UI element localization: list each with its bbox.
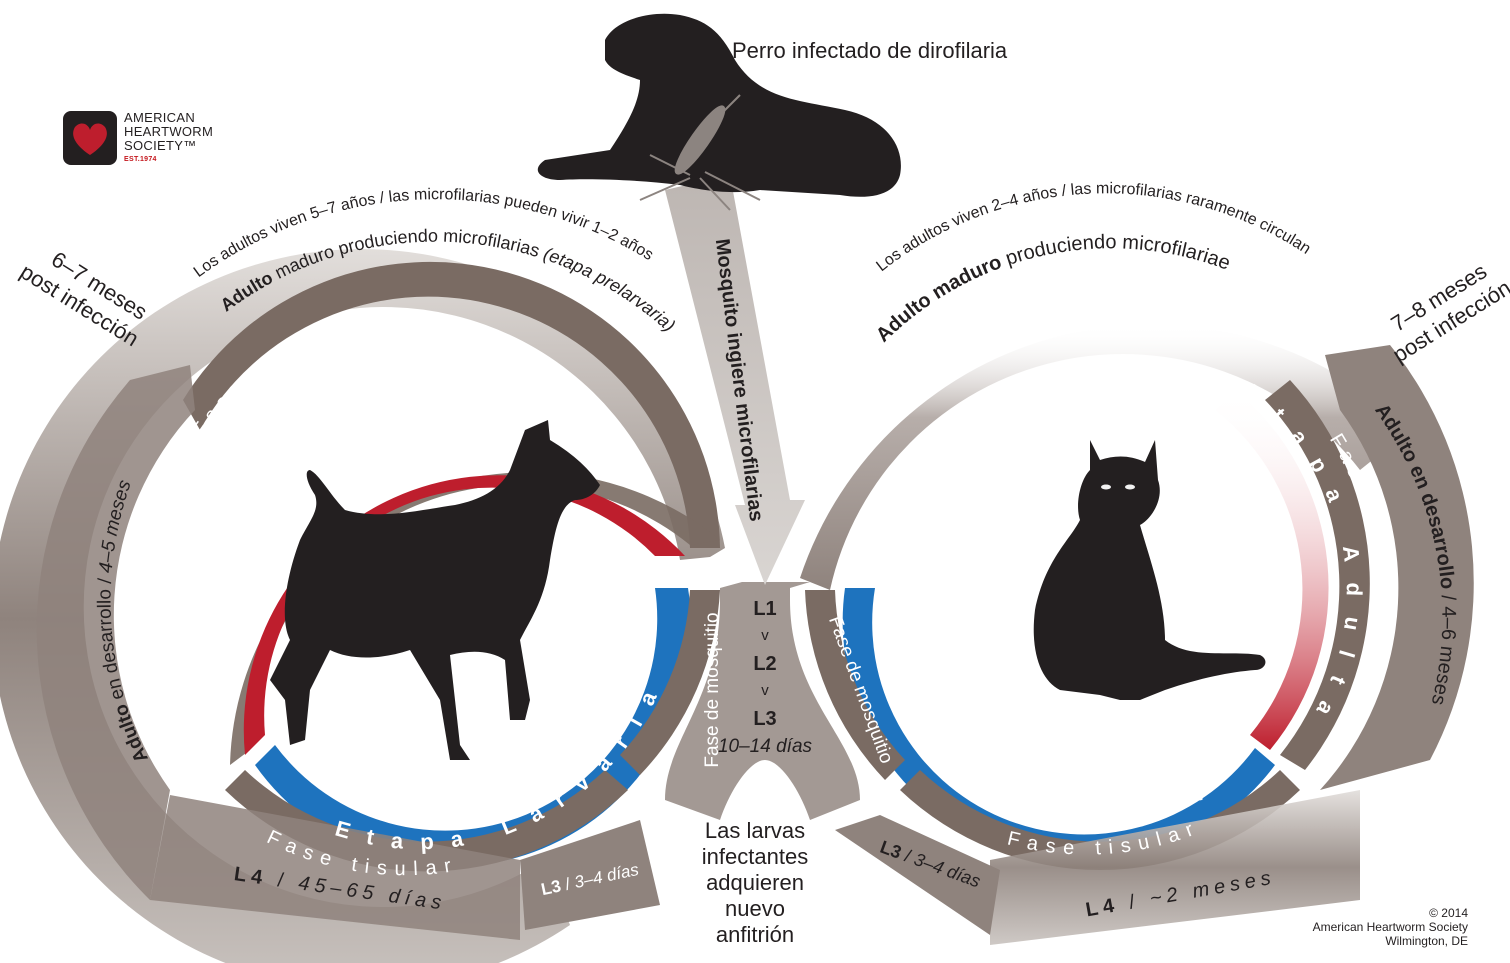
dog-silhouette — [270, 420, 600, 760]
aha-logo — [63, 111, 117, 165]
copyright: © 2014 American Heartworm Society Wilmin… — [1313, 906, 1468, 948]
stage-l3: L3 — [753, 708, 776, 730]
center-note-line-1: Las larvas — [690, 818, 820, 844]
logo-line-3: SOCIETY™ — [124, 139, 213, 153]
stage-sep-2: v — [761, 682, 769, 699]
copyright-year: © 2014 — [1313, 906, 1468, 920]
logo-text: AMERICAN HEARTWORM SOCIETY™ EST.1974 — [124, 111, 213, 167]
cat-lifespan-text: Los adultos viven 2–4 años / las microfi… — [873, 180, 1313, 275]
dog-larval-stage-text: Etapa Larvaria — [333, 671, 669, 854]
center-note-line-5: anfitrión — [690, 922, 820, 948]
svg-text:Los adultos viven 2–4 años / l: Los adultos viven 2–4 años / las microfi… — [873, 180, 1313, 275]
center-note-line-4: nuevo — [690, 896, 820, 922]
cat-l4-band — [990, 790, 1360, 945]
stage-l2: L2 — [753, 653, 776, 675]
stage-l1: L1 — [753, 598, 776, 620]
cat-silhouette — [1034, 440, 1266, 700]
dog-post-infection: 6–7 meses post infección — [16, 236, 158, 351]
logo-line-2: HEARTWORM — [124, 125, 213, 139]
center-note-line-3: adquieren — [690, 870, 820, 896]
copyright-org: American Heartworm Society — [1313, 920, 1468, 934]
center-note: Las larvas infectantes adquieren nuevo a… — [690, 818, 820, 948]
stage-sep-1: v — [761, 627, 769, 644]
stage-duration: 10–14 días — [718, 736, 813, 757]
logo-line-1: AMERICAN — [124, 111, 213, 125]
cat-post-infection: 7–8 meses post infección — [1374, 252, 1510, 367]
diagram-title: Perro infectado de dirofilaria — [732, 38, 1007, 64]
center-note-line-2: infectantes — [690, 844, 820, 870]
svg-text:Etapa Larvaria: Etapa Larvaria — [333, 671, 669, 854]
logo-est: EST.1974 — [124, 153, 213, 167]
copyright-location: Wilmington, DE — [1313, 934, 1468, 948]
